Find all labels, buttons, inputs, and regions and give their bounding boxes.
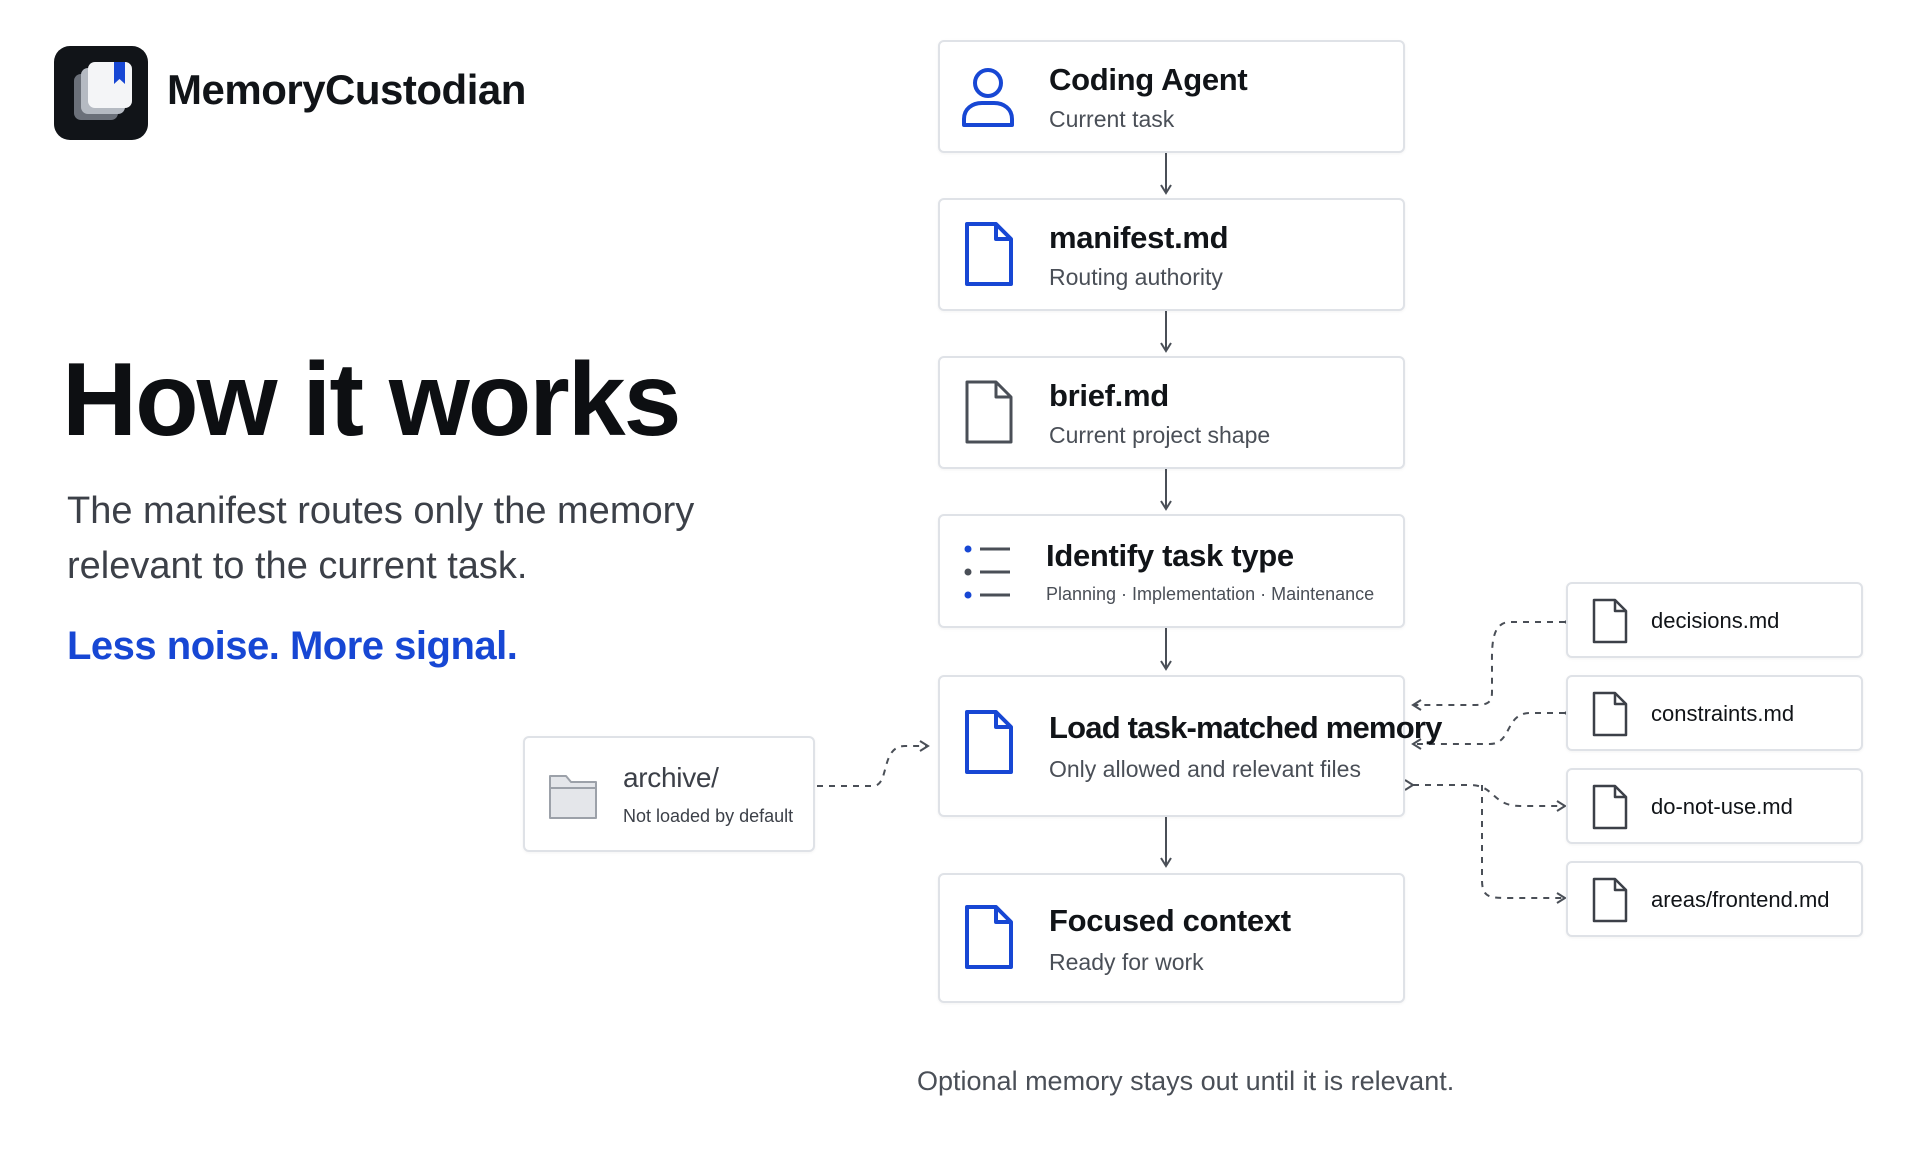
file-icon — [1592, 691, 1628, 737]
folder-icon — [547, 769, 599, 821]
footnote: Optional memory stays out until it is re… — [917, 1066, 1455, 1096]
file-name: areas/frontend.md — [1651, 887, 1830, 912]
step-title: Identify task type — [1046, 538, 1294, 573]
brand-name: MemoryCustodian — [167, 66, 526, 113]
step-identify-task-type: Identify task type Planning · Implementa… — [938, 514, 1405, 628]
step-manifest: manifest.md Routing authority — [938, 198, 1405, 311]
page-subtitle: The manifest routes only the memory rele… — [67, 490, 695, 587]
step-coding-agent: Coding Agent Current task — [938, 40, 1405, 153]
file-areas-frontend: areas/frontend.md — [1566, 861, 1863, 937]
dashed-constraints-link — [1411, 707, 1574, 750]
step-load-memory: Load task-matched memory Only allowed an… — [938, 675, 1442, 817]
list-icon — [964, 544, 1012, 600]
file-icon — [1592, 598, 1628, 644]
step-desc: Planning · Implementation · Maintenance — [1046, 584, 1375, 604]
file-do-not-use: do-not-use.md — [1566, 768, 1863, 844]
page-title: How it works — [62, 342, 681, 458]
user-icon — [960, 65, 1016, 129]
step-desc: Only allowed and relevant files — [1049, 756, 1361, 782]
step-title: Focused context — [1049, 903, 1291, 938]
document-icon — [964, 904, 1014, 970]
step-brief: brief.md Current project shape — [938, 356, 1405, 469]
dashed-frontend-link — [1481, 785, 1567, 904]
dashed-archive-to-load — [817, 740, 930, 787]
step-desc: Routing authority — [1049, 264, 1223, 290]
file-name: constraints.md — [1651, 701, 1795, 726]
step-desc: Current task — [1049, 106, 1175, 132]
dashed-decisions-link — [1411, 616, 1574, 711]
archive-card: archive/ Not loaded by default — [523, 736, 815, 852]
step-title: Load task-matched memory — [1049, 710, 1442, 745]
step-desc: Ready for work — [1049, 949, 1204, 975]
file-icon — [1592, 784, 1628, 830]
brand-logo — [54, 46, 148, 140]
step-title: Coding Agent — [1049, 62, 1248, 97]
archive-title: archive/ — [623, 762, 719, 793]
dashed-do-not-use-link — [1404, 779, 1567, 812]
file-icon — [1592, 877, 1628, 923]
book-stack-icon — [74, 62, 132, 120]
step-focused-context: Focused context Ready for work — [938, 873, 1405, 1003]
document-icon — [964, 221, 1014, 287]
file-decisions: decisions.md — [1566, 582, 1863, 658]
document-icon — [964, 709, 1014, 775]
file-name: do-not-use.md — [1651, 794, 1793, 819]
step-title: manifest.md — [1049, 220, 1229, 255]
archive-desc: Not loaded by default — [623, 806, 794, 826]
step-title: brief.md — [1049, 378, 1169, 413]
file-constraints: constraints.md — [1566, 675, 1863, 751]
file-name: decisions.md — [1651, 608, 1780, 633]
tagline: Less noise. More signal. — [67, 624, 518, 668]
document-outline-icon — [964, 379, 1014, 445]
step-desc: Current project shape — [1049, 422, 1271, 448]
